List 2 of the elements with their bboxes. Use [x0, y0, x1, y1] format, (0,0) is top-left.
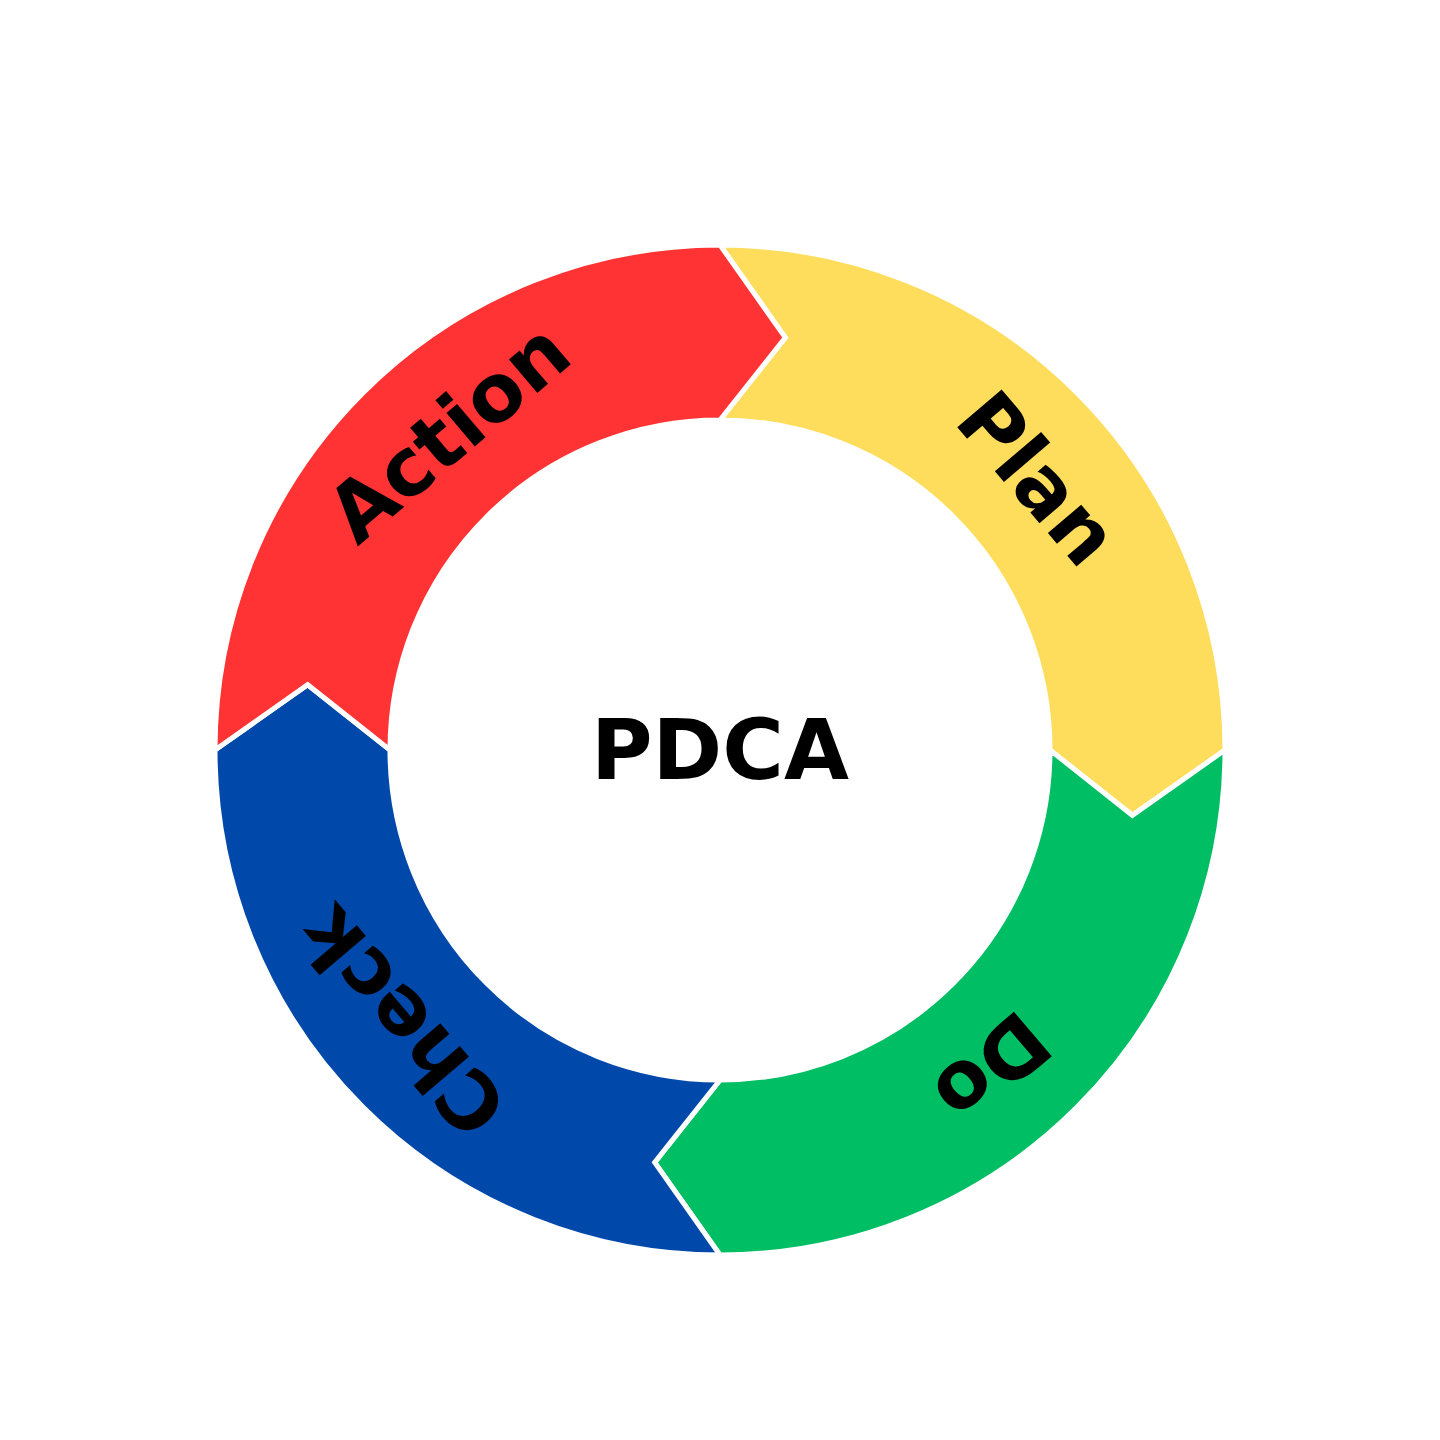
- segment-label: Do: [919, 997, 1064, 1138]
- center-label: PDCA: [591, 701, 849, 799]
